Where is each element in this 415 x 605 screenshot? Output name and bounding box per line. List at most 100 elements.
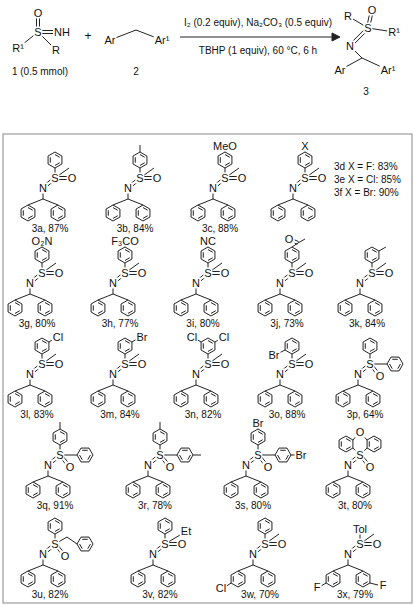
- compound-label: 3f X = Br: 90%: [333, 188, 400, 198]
- bond-line: [138, 565, 153, 571]
- bond-line: [208, 258, 213, 261]
- atom-label: N: [191, 278, 201, 289]
- compound-label: 3g, 80%: [18, 319, 57, 329]
- benzene-ring: [258, 300, 272, 316]
- atom-label: S: [50, 539, 59, 550]
- bond-line: [158, 487, 159, 492]
- benzene-ring: [38, 300, 52, 316]
- bond-line: [28, 582, 33, 585]
- bond-line: [140, 145, 141, 152]
- bond-line: [148, 476, 163, 482]
- bond-line: [193, 455, 201, 456]
- benzene-ring: [298, 152, 312, 168]
- atom-label: S: [203, 359, 212, 370]
- compound-label: 3n, 82%: [184, 410, 223, 420]
- bond-line: [15, 294, 30, 300]
- atom-label: S: [37, 359, 46, 370]
- atom-label: N: [275, 369, 285, 380]
- compound-label: 2: [132, 67, 140, 77]
- bond-line: [228, 216, 233, 219]
- bond-line: [133, 576, 134, 581]
- benzene-ring: [356, 571, 370, 587]
- bond-line: [180, 455, 183, 460]
- atom-label: O: [304, 359, 315, 370]
- bond-line: [58, 574, 63, 577]
- bond-line: [260, 523, 261, 528]
- bond-line: [343, 385, 358, 391]
- bond-line: [258, 432, 263, 435]
- bond-line: [58, 582, 63, 585]
- bond-line: [98, 402, 103, 405]
- compound-label: 3j, 73%: [269, 319, 304, 329]
- bond-line: [265, 385, 280, 391]
- compound-label: 3c, 88%: [201, 224, 239, 234]
- atom-label: S: [260, 539, 269, 550]
- bond-line: [198, 216, 203, 219]
- bond-line: [176, 305, 177, 310]
- bond-line: [43, 565, 58, 571]
- bond-line: [345, 294, 360, 300]
- bond-line: [63, 485, 68, 488]
- bond-line: [373, 402, 378, 405]
- atom-label: S: [287, 268, 296, 279]
- bond-line: [163, 576, 164, 581]
- bond-line: [300, 157, 301, 162]
- bond-line: [180, 37, 333, 38]
- bond-line: [128, 303, 133, 306]
- bond-line: [265, 402, 270, 405]
- bond-line: [280, 294, 295, 300]
- atom-label: O: [165, 462, 176, 473]
- bond-line: [182, 450, 187, 451]
- bond-line: [280, 385, 295, 391]
- atom-label: N: [38, 183, 48, 194]
- bond-line: [287, 343, 288, 348]
- benzene-ring: [204, 391, 218, 407]
- bond-line: [358, 487, 359, 492]
- bond-line: [290, 305, 291, 310]
- atom-label: S: [37, 268, 46, 279]
- benzene-ring: [8, 300, 22, 316]
- bond-line: [363, 493, 368, 496]
- bond-line: [50, 157, 51, 162]
- benzene-ring: [251, 429, 265, 445]
- benzene-ring: [261, 571, 275, 587]
- bond-line: [305, 163, 310, 166]
- compound-label: 3: [362, 87, 370, 97]
- bond-line: [98, 385, 113, 391]
- compound-label: 3v, 82%: [141, 590, 178, 600]
- atom-label: N: [275, 278, 285, 289]
- bond-line: [98, 303, 103, 306]
- atom-label: O: [367, 5, 378, 16]
- bond-line: [203, 343, 204, 348]
- compound-label: 3q, 91%: [36, 501, 75, 511]
- bond-line: [80, 544, 83, 549]
- benzene-ring: [338, 300, 352, 316]
- bond-line: [10, 396, 11, 401]
- atom-label: N: [148, 549, 158, 560]
- plus-sign: +: [83, 30, 92, 42]
- atom-label: Ar¹: [154, 35, 171, 46]
- bond-line: [98, 311, 103, 314]
- bond-line: [375, 311, 380, 314]
- bond-group: [8, 10, 403, 587]
- bond-line: [15, 385, 30, 391]
- bond-line: [128, 199, 143, 205]
- bond-line: [346, 447, 351, 450]
- benzene-ring: [38, 391, 52, 407]
- bond-line: [238, 565, 253, 571]
- bond-line: [40, 305, 41, 310]
- bond-line: [181, 402, 186, 405]
- compound-label: 3s, 80%: [234, 501, 272, 511]
- benzene-ring: [285, 247, 299, 263]
- atom-label: O: [60, 551, 71, 562]
- benzene-ring: [366, 391, 380, 407]
- atom-label: O: [372, 539, 383, 550]
- bond-line: [93, 305, 94, 310]
- benzene-ring: [158, 518, 172, 534]
- atom-label: S: [363, 23, 372, 34]
- bond-line: [231, 476, 246, 482]
- bond-line: [176, 396, 177, 401]
- atom-label: N: [241, 460, 251, 471]
